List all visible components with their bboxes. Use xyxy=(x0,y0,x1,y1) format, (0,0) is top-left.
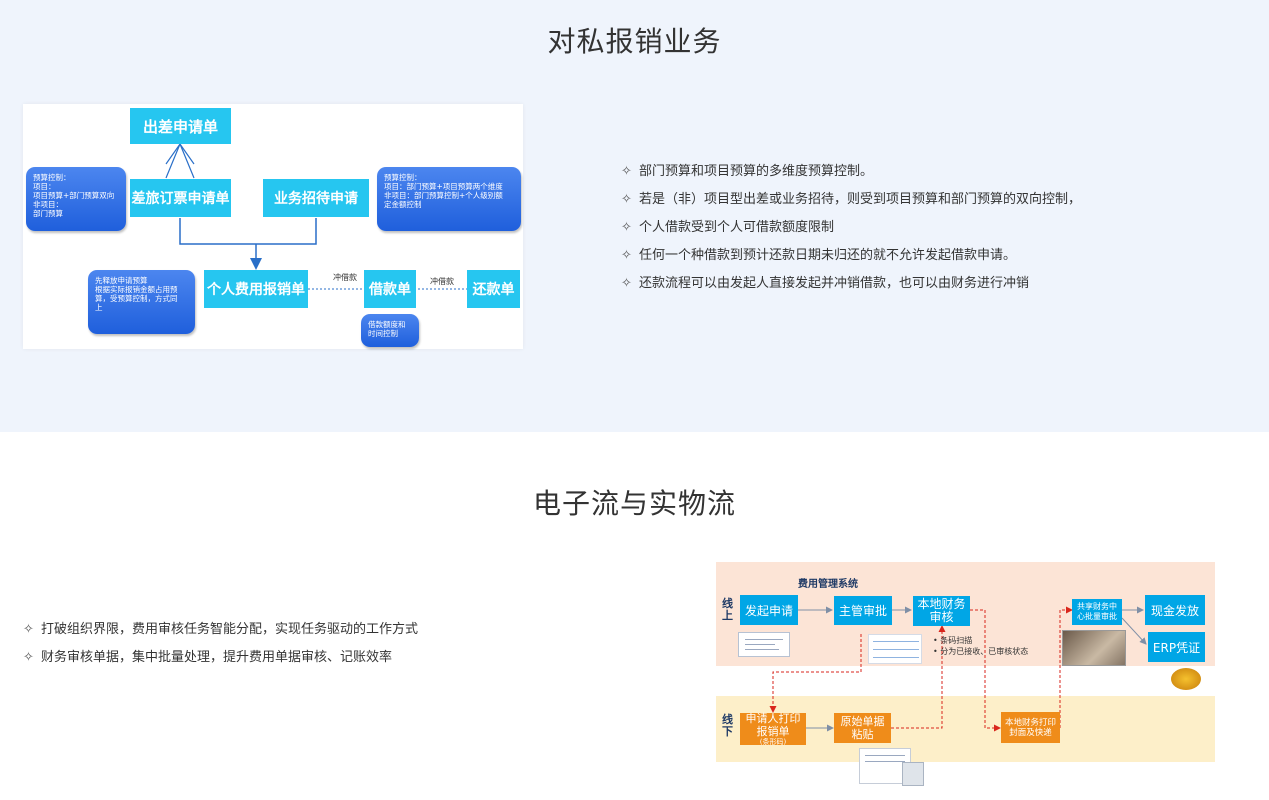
private-reimbursement-bullets: ✧ 部门预算和项目预算的多维度预算控制。 ✧ 若是（非）项目型出差或业务招待，则受到… xyxy=(621,158,1081,298)
local-finance-print-box: 本地财务打印封面及快递 xyxy=(1001,712,1060,743)
bullet-item: ✧ 财务审核单据，集中批量处理，提升费用单据审核、记账效率 xyxy=(23,644,418,672)
cash-payment-box: 现金发放 xyxy=(1145,595,1205,625)
paste-receipts-box: 原始单据粘贴 xyxy=(834,713,891,743)
diamond-bullet-icon: ✧ xyxy=(621,164,632,179)
bullet-item: ✧ 任何一个种借款到预计还款日期未归还的就不允许发起借款申请。 xyxy=(621,242,1081,270)
note-bottom-mid-line: 时间控制 xyxy=(368,329,398,338)
section-electronic-physical-flow: 电子流与实物流 ✧ 打破组织界限，费用审核任务智能分配，实现任务驱动的工作方式 ✧… xyxy=(0,432,1269,800)
loan-box: 借款单 xyxy=(364,270,416,308)
shared-center-photo-icon xyxy=(1062,630,1126,666)
expense-claim-box: 个人费用报销单 xyxy=(204,270,308,308)
note-right-line: 定金额控制 xyxy=(384,200,422,209)
diamond-bullet-icon: ✧ xyxy=(621,248,632,263)
bullet-text: 打破组织界限，费用审核任务智能分配，实现任务驱动的工作方式 xyxy=(41,622,419,637)
manager-approve-box: 主管审批 xyxy=(834,596,892,625)
private-reimbursement-diagram: 出差申请单 差旅订票申请单 业务招待申请 个人费用报销单 借款单 还款单 冲借款… xyxy=(23,104,523,349)
bullet-text: 个人借款受到个人可借款额度限制 xyxy=(639,220,835,235)
form-thumbnail-icon xyxy=(738,632,790,657)
note-left-line: 部门预算 xyxy=(33,209,63,218)
offline-label: 线下 xyxy=(722,713,733,738)
diamond-bullet-icon: ✧ xyxy=(23,650,34,665)
online-label: 线上 xyxy=(722,597,733,622)
electronic-physical-flow-diagram: 费用管理系统 线上 线下 发起申请 主管审批 本地财务审核 共享财务中心批量审批… xyxy=(716,562,1215,790)
section-title-electronic-physical-flow: 电子流与实物流 xyxy=(532,487,736,520)
note-bottom-left-line: 根据实际报销金额占用预 xyxy=(95,285,178,294)
diamond-bullet-icon: ✧ xyxy=(621,276,632,291)
note-left-line: 预算控制： xyxy=(33,173,71,182)
offset-loan-label-2: 冲借款 xyxy=(430,277,454,286)
ticket-request-box: 差旅订票申请单 xyxy=(130,179,231,217)
money-logo-icon xyxy=(1171,668,1201,690)
note-right-budget: 预算控制： 项目：部门预算+项目预算两个维度 非项目：部门预算控制+个人级别额 … xyxy=(377,167,521,231)
note-bottom-mid-line: 借款额度和 xyxy=(368,320,406,329)
local-finance-review-box: 本地财务审核 xyxy=(913,596,970,626)
travel-request-box: 出差申请单 xyxy=(130,108,231,144)
repayment-box: 还款单 xyxy=(467,270,520,308)
flow-bullets: ✧ 打破组织界限，费用审核任务智能分配，实现任务驱动的工作方式 ✧ 财务审核单据，集… xyxy=(23,616,418,672)
note-right-line: 非项目：部门预算控制+个人级别额 xyxy=(384,191,503,200)
scan-note-text: 条码扫描 xyxy=(940,636,973,645)
note-bottom-mid: 借款额度和 时间控制 xyxy=(361,314,419,347)
offset-loan-label-1: 冲借款 xyxy=(333,273,357,282)
diamond-bullet-icon: ✧ xyxy=(23,622,34,637)
bullet-item: ✧ 打破组织界限，费用审核任务智能分配，实现任务驱动的工作方式 xyxy=(23,616,418,644)
note-left-line: 项目预算+部门预算双向 xyxy=(33,191,115,200)
section-title-private-reimbursement: 对私报销业务 xyxy=(547,25,722,58)
section-private-reimbursement: 对私报销业务 出差申请单 差旅订票申请单 业务招待申请 个人费用报销单 借款单 … xyxy=(0,0,1269,432)
note-left-budget: 预算控制： 项目： 项目预算+部门预算双向 非项目： 部门预算 xyxy=(26,167,126,231)
bullet-text: 任何一个种借款到预计还款日期未归还的就不允许发起借款申请。 xyxy=(639,248,1017,263)
shared-center-box: 共享财务中心批量审批 xyxy=(1072,599,1122,625)
bullet-text: 还款流程可以由发起人直接发起并冲销借款，也可以由财务进行冲销 xyxy=(639,276,1030,291)
print-claim-box: 申请人打印报销单 (条形码) xyxy=(740,712,806,746)
barcode-text: (条形码) xyxy=(759,738,787,746)
note-bottom-left-line: 算，受预算控制，方式同 xyxy=(95,294,178,303)
note-left-line: 项目： xyxy=(33,182,56,191)
flow-connectors xyxy=(769,606,1147,732)
note-bottom-left: 先释放申请预算 根据实际报销金额占用预 算，受预算控制，方式同 上 xyxy=(88,270,195,334)
bullet-item: ✧ 还款流程可以由发起人直接发起并冲销借款，也可以由财务进行冲销 xyxy=(621,270,1081,298)
scanner-device-icon xyxy=(902,762,924,786)
bullet-item: ✧ 若是（非）项目型出差或业务招待，则受到项目预算和部门预算的双向控制， xyxy=(621,186,1081,214)
note-right-line: 项目：部门预算+项目预算两个维度 xyxy=(384,182,503,191)
note-right-line: 预算控制： xyxy=(384,173,422,182)
entertain-request-box: 业务招待申请 xyxy=(263,179,369,217)
bullet-text: 部门预算和项目预算的多维度预算控制。 xyxy=(639,164,874,179)
diamond-bullet-icon: ✧ xyxy=(621,192,632,207)
erp-voucher-box: ERP凭证 xyxy=(1148,632,1205,662)
scan-note-1: • 条码扫描 xyxy=(933,636,973,645)
note-bottom-left-line: 上 xyxy=(95,303,103,312)
scan-note-2: • 分为已接收、已审核状态 xyxy=(933,647,1029,656)
print-claim-text: 申请人打印报销单 xyxy=(745,712,801,738)
note-bottom-left-line: 先释放申请预算 xyxy=(95,276,148,285)
scan-note-text: 分为已接收、已审核状态 xyxy=(940,647,1029,656)
note-left-line: 非项目： xyxy=(33,200,63,209)
system-title: 费用管理系统 xyxy=(798,579,858,590)
diagram-connectors xyxy=(165,142,467,290)
bullet-text: 若是（非）项目型出差或业务招待，则受到项目预算和部门预算的双向控制， xyxy=(639,192,1082,207)
bullet-item: ✧ 个人借款受到个人可借款额度限制 xyxy=(621,214,1081,242)
review-form-thumbnail-icon xyxy=(868,634,922,664)
submit-box: 发起申请 xyxy=(740,595,798,625)
bullet-item: ✧ 部门预算和项目预算的多维度预算控制。 xyxy=(621,158,1081,186)
diamond-bullet-icon: ✧ xyxy=(621,220,632,235)
bullet-text: 财务审核单据，集中批量处理，提升费用单据审核、记账效率 xyxy=(41,650,393,665)
